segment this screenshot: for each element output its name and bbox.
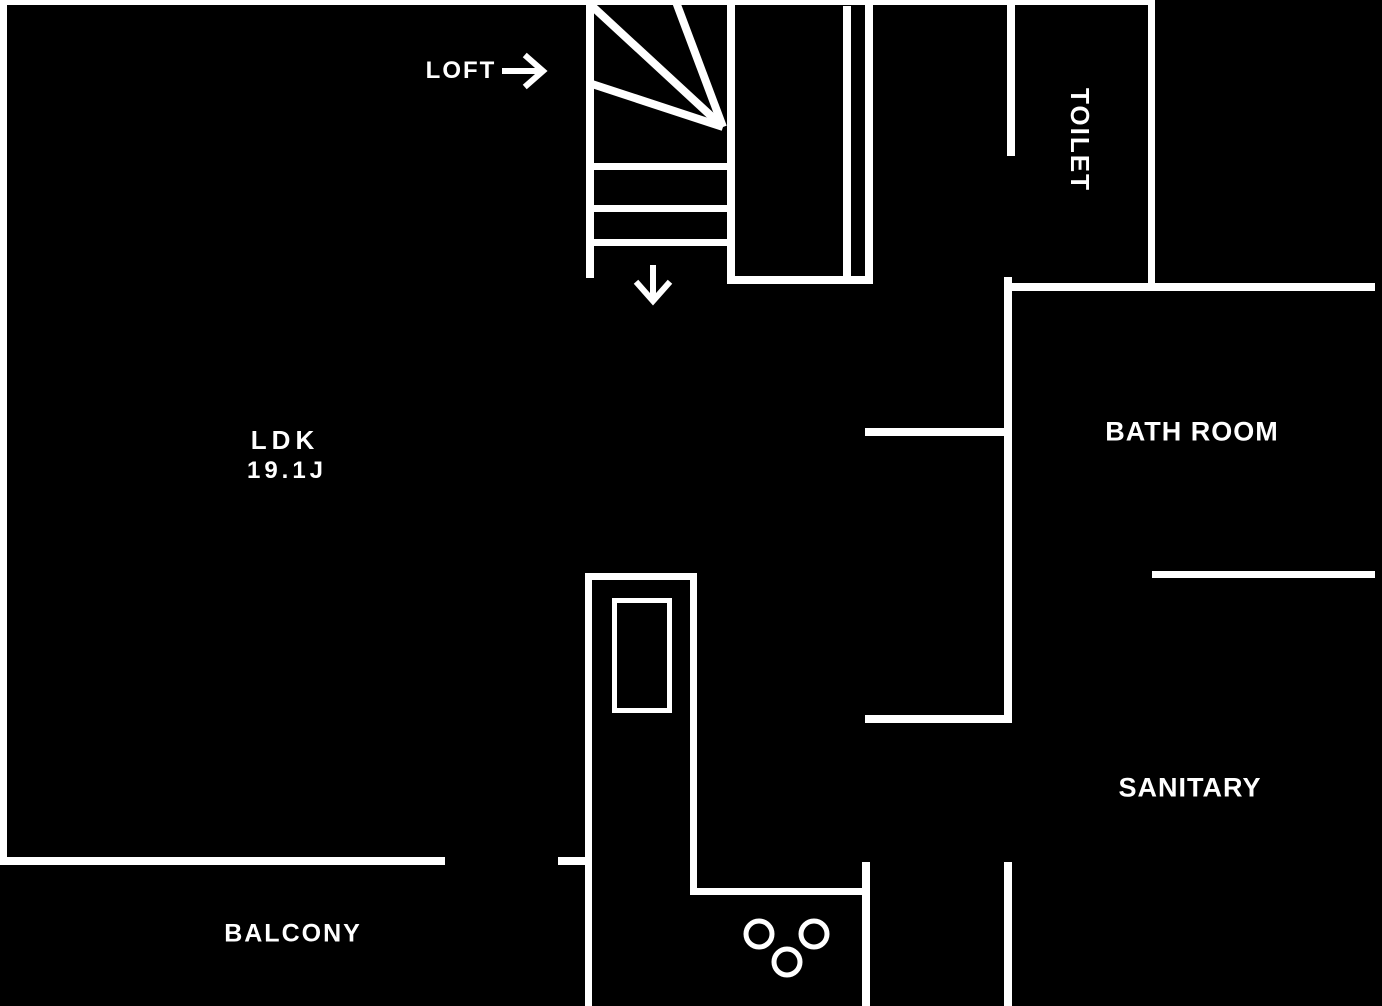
stove-burner-icon [771,946,803,978]
wall-toilet-left [1007,4,1015,156]
wall-kitchen-right [690,573,697,895]
stove-burner-icon [798,918,830,950]
sanitary-label: SANITARY [1118,772,1262,803]
loft-arrow-icon [502,52,548,90]
stove-burners [743,918,830,978]
wall-kitchen-top [585,573,697,580]
wall-bath-bottom [1152,571,1375,578]
wall-hall-lower [865,715,1012,723]
stair-tread-2 [586,205,735,212]
wall-left-outer [0,0,7,863]
wall-kitchen-left [585,573,592,1006]
stair-tread-3 [586,239,735,246]
refrigerator [612,598,672,713]
wall-bath-top [1007,283,1375,291]
balcony-label: BALCONY [224,919,362,948]
stair-winder-lines [589,0,727,131]
wall-closet-right [865,4,873,283]
wall-balcony-top [0,857,445,865]
stair-tread-1 [586,163,735,170]
bath-room-label: BATH ROOM [1105,416,1279,447]
ldk-label: LDK [250,425,320,455]
stove-burner-icon [743,918,775,950]
wall-entrance-right [1004,862,1012,1006]
ldk-area-label: 19.1J [246,457,328,484]
stairs-down-arrow-icon [633,265,673,306]
wall-stair-left [586,0,594,278]
loft-label: LOFT [425,57,497,84]
wall-entrance-left [862,862,870,1006]
wall-closet-bottom [727,276,873,284]
wall-kitchen-counter [690,888,868,895]
wall-balcony-top-stub [558,857,592,865]
wall-toilet-right [1148,0,1155,283]
wall-closet-divider [843,6,851,283]
wall-hall-upper [865,428,1012,436]
wall-top-outer [0,0,1155,5]
wall-stair-right [727,0,735,283]
toilet-label: TOILET [1065,88,1095,192]
wall-hall-right [1004,277,1012,723]
